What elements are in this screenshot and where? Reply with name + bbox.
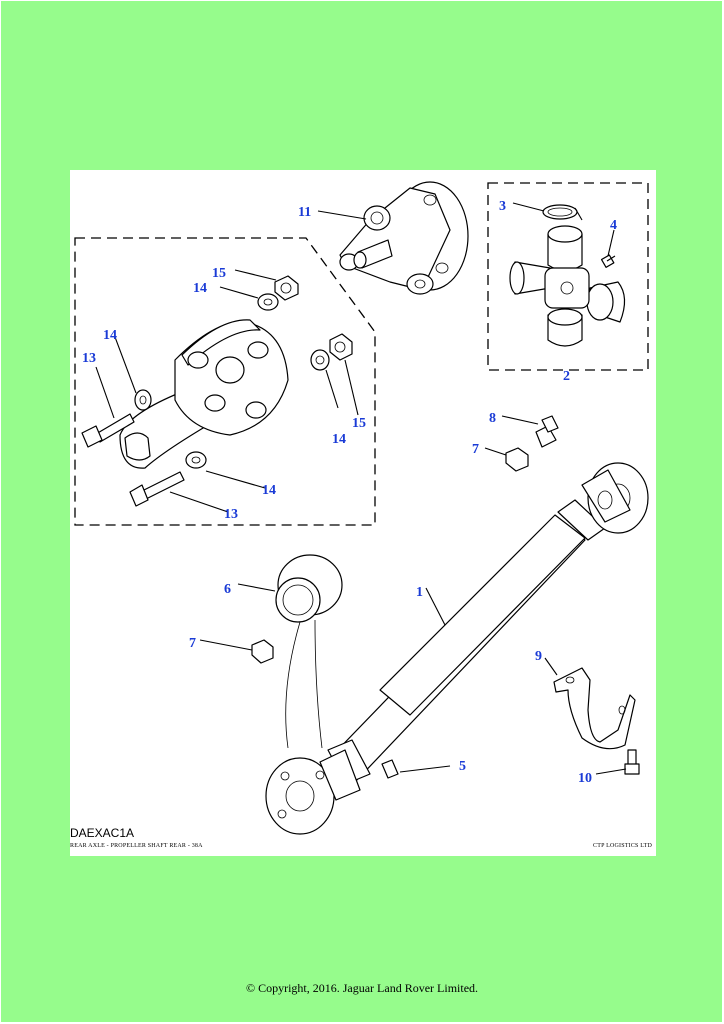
callout-4: 4 xyxy=(610,218,617,233)
callout-9: 9 xyxy=(535,649,542,664)
exploded-parts-drawing: 1 2 3 4 5 6 7 7 8 9 10 11 13 13 14 14 14… xyxy=(74,181,649,835)
parts-diagram-sheet: 1 2 3 4 5 6 7 7 8 9 10 11 13 13 14 14 14… xyxy=(70,170,656,856)
callout-labels: 1 2 3 4 5 6 7 7 8 9 10 11 13 13 14 14 14… xyxy=(82,199,617,786)
callout-2: 2 xyxy=(563,369,570,384)
callout-15-a: 15 xyxy=(212,266,226,281)
leader-lines xyxy=(95,202,627,775)
part-flexible-coupling xyxy=(119,319,289,469)
callout-7-upper: 7 xyxy=(472,442,479,457)
part-15-nut-b xyxy=(329,333,353,361)
callout-7-lower: 7 xyxy=(189,636,196,651)
part-14-washer-b xyxy=(185,451,207,469)
part-2-universal-joint xyxy=(509,225,626,347)
callout-6: 6 xyxy=(224,582,231,597)
part-5-grease-nipple xyxy=(381,759,399,779)
part-14-washer-d xyxy=(310,349,330,371)
part-10-bolt xyxy=(624,749,640,775)
part-7-nut-lower xyxy=(251,639,274,664)
part-14-washer-a xyxy=(134,389,152,411)
publisher-caption: CTP LOGISTICS LTD xyxy=(593,843,652,849)
callout-13-upper: 13 xyxy=(82,351,96,366)
group-box-flexible-coupling xyxy=(74,237,376,526)
part-13-bolt-upper xyxy=(81,413,135,448)
callout-14-a: 14 xyxy=(193,281,207,296)
part-9-support-bracket xyxy=(553,667,636,750)
part-13-bolt-lower xyxy=(129,471,185,507)
group-box-universal-joint xyxy=(487,182,649,371)
part-7-nut-upper xyxy=(505,447,529,472)
diagram-code: DAEXAC1A xyxy=(70,826,135,840)
part-15-nut-a xyxy=(274,275,299,301)
callout-11: 11 xyxy=(298,205,311,220)
diagram-caption: REAR AXLE - PROPELLER SHAFT REAR - 38A xyxy=(70,843,203,849)
part-3-circlip xyxy=(542,204,583,221)
part-8-bolt xyxy=(535,415,559,448)
callout-5: 5 xyxy=(459,759,466,774)
callout-15-b: 15 xyxy=(352,416,366,431)
part-4-grease-nipple xyxy=(600,254,616,268)
callout-14-c: 14 xyxy=(332,432,346,447)
part-1-propeller-shaft xyxy=(265,462,649,835)
copyright-notice: © Copyright, 2016. Jaguar Land Rover Lim… xyxy=(245,981,479,995)
callout-10: 10 xyxy=(578,771,592,786)
part-6-centre-bearing xyxy=(275,554,343,749)
part-14-washer-c xyxy=(257,293,279,311)
callout-13-lower: 13 xyxy=(224,507,238,522)
callout-14-d: 14 xyxy=(262,483,276,498)
callout-8: 8 xyxy=(489,411,496,426)
callout-14-b: 14 xyxy=(103,328,117,343)
callout-1: 1 xyxy=(416,585,423,600)
part-11-flange-housing xyxy=(339,181,469,295)
callout-3: 3 xyxy=(499,199,506,214)
